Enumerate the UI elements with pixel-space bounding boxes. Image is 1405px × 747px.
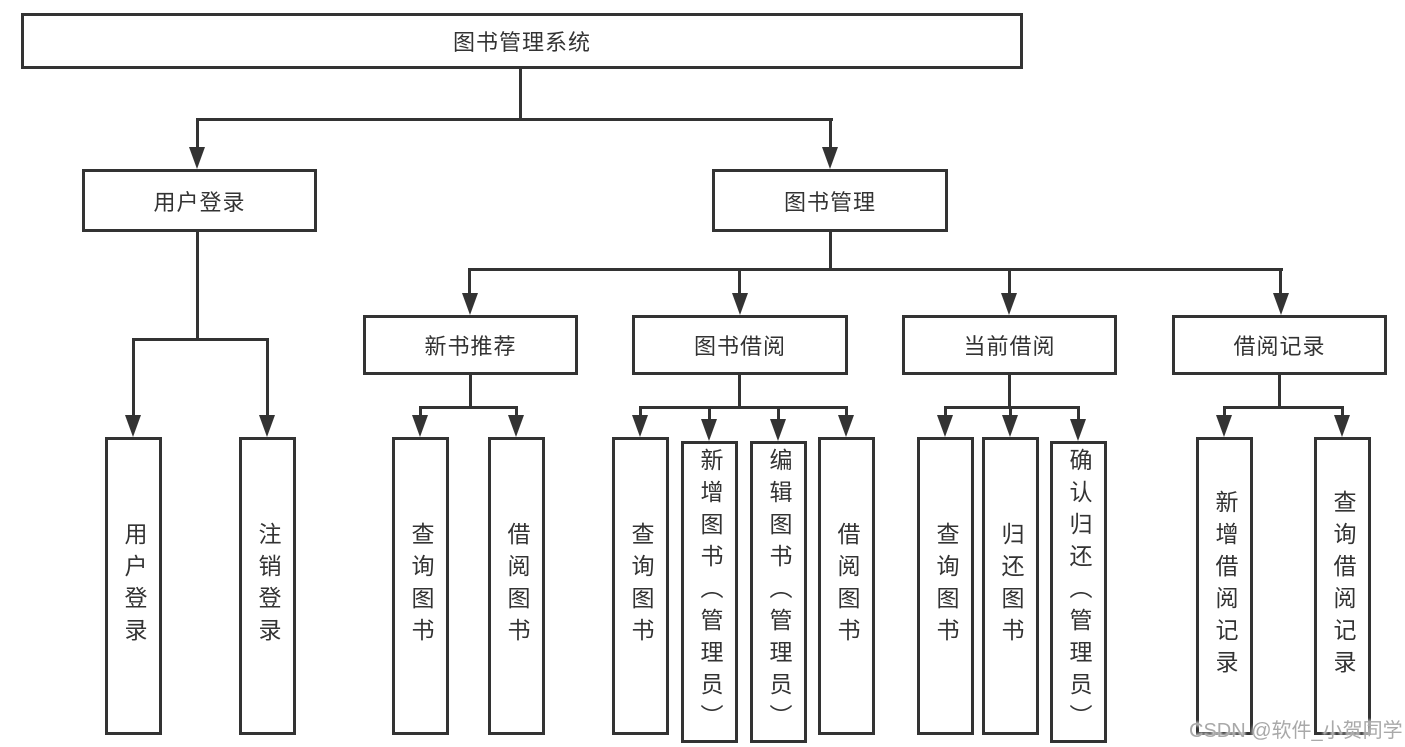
leaf-record-add-label: 新增借阅记录 bbox=[1212, 490, 1238, 682]
leaf-current-confirm-admin: 确认归还（管理员） bbox=[1050, 441, 1107, 743]
connector-line bbox=[944, 406, 947, 417]
leaf-newbook-query: 查询图书 bbox=[392, 437, 449, 735]
connector-arrowhead bbox=[1216, 415, 1232, 437]
connector-arrowhead bbox=[508, 415, 524, 437]
node-borrow-record-label: 借阅记录 bbox=[1233, 334, 1326, 359]
connector-arrowhead bbox=[462, 293, 478, 315]
connector-line bbox=[1077, 406, 1080, 421]
node-user-login-label: 用户登录 bbox=[153, 189, 246, 215]
leaf-borrow-add-admin: 新增图书（管理员） bbox=[681, 441, 738, 743]
connector-arrowhead bbox=[189, 147, 205, 169]
connector-arrowhead bbox=[259, 415, 275, 437]
leaf-borrow-book: 借阅图书 bbox=[818, 437, 875, 735]
connector-line bbox=[196, 118, 199, 150]
connector-line bbox=[1008, 373, 1011, 406]
connector-line bbox=[469, 373, 472, 406]
leaf-borrow-query-label: 查询图书 bbox=[628, 522, 654, 650]
node-user-login: 用户登录 bbox=[82, 169, 317, 232]
connector-line bbox=[1278, 373, 1281, 406]
node-root-label: 图书管理系统 bbox=[452, 30, 591, 55]
leaf-logout-label: 注销登录 bbox=[255, 522, 281, 650]
connector-line bbox=[419, 406, 518, 409]
connector-line bbox=[132, 338, 269, 341]
leaf-current-confirm-admin-label: 确认归还（管理员） bbox=[1066, 448, 1092, 736]
leaf-newbook-borrow: 借阅图书 bbox=[488, 437, 545, 735]
connector-line bbox=[738, 373, 741, 406]
connector-arrowhead bbox=[937, 415, 953, 437]
connector-line bbox=[738, 268, 741, 295]
node-root: 图书管理系统 bbox=[21, 13, 1023, 69]
node-new-book-rec: 新书推荐 bbox=[363, 315, 578, 375]
leaf-record-add: 新增借阅记录 bbox=[1196, 437, 1253, 735]
connector-line bbox=[1223, 406, 1226, 417]
leaf-record-query: 查询借阅记录 bbox=[1314, 437, 1371, 735]
connector-arrowhead bbox=[838, 415, 854, 437]
connector-line bbox=[468, 268, 471, 295]
connector-line bbox=[132, 338, 135, 417]
connector-arrowhead bbox=[632, 415, 648, 437]
connector-arrowhead bbox=[701, 419, 717, 441]
connector-arrowhead bbox=[1273, 293, 1289, 315]
connector-line bbox=[845, 406, 848, 417]
connector-line bbox=[1008, 268, 1011, 295]
connector-line bbox=[266, 338, 269, 417]
connector-line bbox=[639, 406, 848, 409]
connector-line bbox=[1279, 268, 1282, 295]
node-book-management-label: 图书管理 bbox=[783, 189, 876, 215]
node-new-book-rec-label: 新书推荐 bbox=[424, 334, 517, 359]
connector-line bbox=[777, 406, 780, 421]
connector-arrowhead bbox=[412, 415, 428, 437]
connector-arrowhead bbox=[125, 415, 141, 437]
node-borrow-record: 借阅记录 bbox=[1172, 315, 1387, 375]
node-current-borrow-label: 当前借阅 bbox=[963, 334, 1056, 359]
leaf-user-login-label: 用户登录 bbox=[121, 522, 147, 650]
node-current-borrow: 当前借阅 bbox=[902, 315, 1117, 375]
connector-arrowhead bbox=[732, 293, 748, 315]
leaf-borrow-edit-admin-label: 编辑图书（管理员） bbox=[766, 448, 792, 736]
leaf-borrow-add-admin-label: 新增图书（管理员） bbox=[697, 448, 723, 736]
connector-line bbox=[708, 406, 711, 421]
leaf-current-query: 查询图书 bbox=[917, 437, 974, 735]
connector-arrowhead bbox=[770, 419, 786, 441]
leaf-current-query-label: 查询图书 bbox=[933, 522, 959, 650]
connector-arrowhead bbox=[1070, 419, 1086, 441]
leaf-current-return-label: 归还图书 bbox=[998, 522, 1024, 650]
connector-line bbox=[196, 118, 833, 121]
connector-arrowhead bbox=[1334, 415, 1350, 437]
leaf-borrow-book-label: 借阅图书 bbox=[834, 522, 860, 650]
leaf-borrow-edit-admin: 编辑图书（管理员） bbox=[750, 441, 807, 743]
leaf-logout: 注销登录 bbox=[239, 437, 296, 735]
connector-line bbox=[196, 230, 199, 338]
connector-line bbox=[829, 230, 832, 268]
leaf-borrow-query: 查询图书 bbox=[612, 437, 669, 735]
connector-line bbox=[829, 118, 832, 150]
leaf-current-return: 归还图书 bbox=[982, 437, 1039, 735]
connector-line bbox=[519, 67, 522, 118]
leaf-record-query-label: 查询借阅记录 bbox=[1330, 490, 1356, 682]
leaf-newbook-borrow-label: 借阅图书 bbox=[504, 522, 530, 650]
node-book-borrow-label: 图书借阅 bbox=[693, 334, 786, 359]
connector-arrowhead bbox=[822, 147, 838, 169]
connector-arrowhead bbox=[1001, 293, 1017, 315]
connector-line bbox=[1223, 406, 1343, 409]
node-book-borrow: 图书借阅 bbox=[632, 315, 848, 375]
leaf-newbook-query-label: 查询图书 bbox=[408, 522, 434, 650]
connector-line bbox=[1009, 406, 1012, 417]
connector-line bbox=[419, 406, 422, 417]
node-book-management: 图书管理 bbox=[712, 169, 948, 232]
connector-line bbox=[1341, 406, 1344, 417]
connector-line bbox=[469, 268, 1283, 271]
leaf-user-login: 用户登录 bbox=[105, 437, 162, 735]
connector-line bbox=[515, 406, 518, 417]
csdn-watermark: CSDN @软件_小贺同学 bbox=[1189, 720, 1403, 742]
connector-arrowhead bbox=[1002, 415, 1018, 437]
connector-line bbox=[639, 406, 642, 417]
